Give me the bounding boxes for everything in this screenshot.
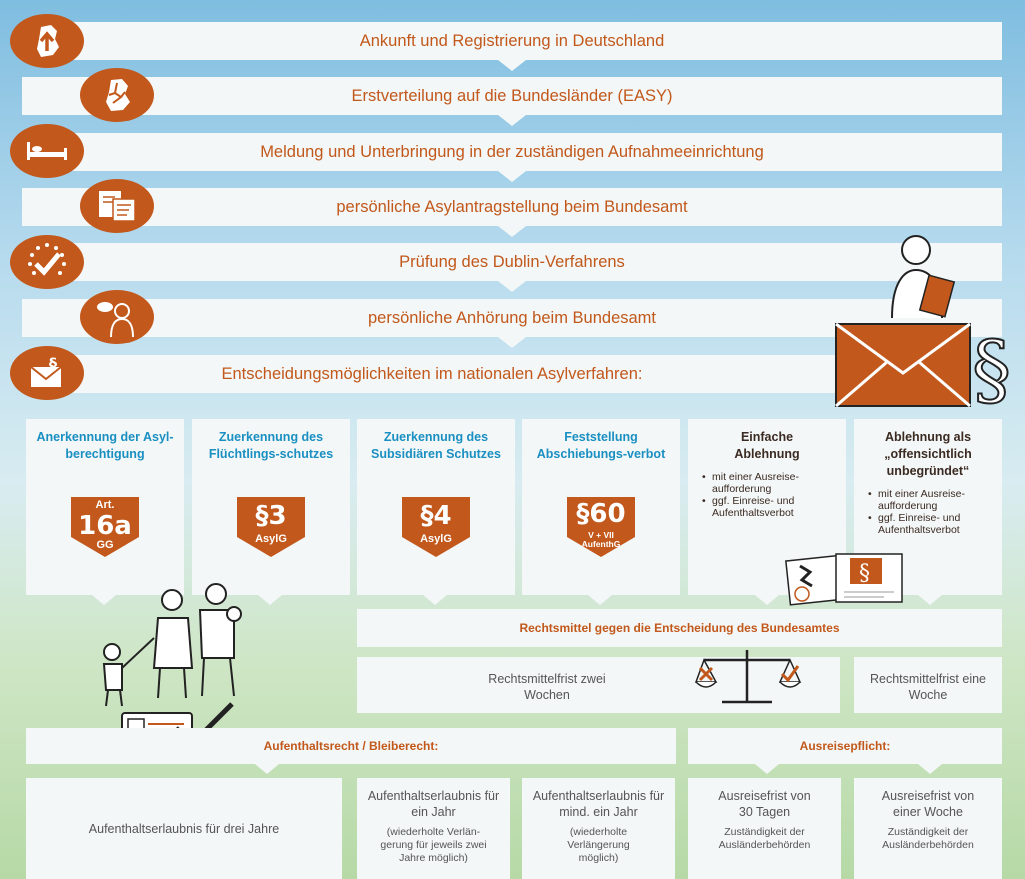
info-sub: Zuständigkeit der Ausländerbehörden	[718, 826, 811, 851]
step-label: Meldung und Unterbringung in der zuständ…	[260, 142, 764, 161]
frist-one-week: Rechtsmittelfrist eine Woche	[854, 657, 1002, 713]
info-main: Aufenthaltserlaubnis für ein Jahr	[367, 789, 500, 819]
decision-title: Einfache Ablehnung	[734, 430, 800, 461]
shield-bottom: V + VII AufenthG	[581, 530, 621, 549]
ausreise-eine-woche: Ausreisefrist von einer Woche Zuständigk…	[854, 778, 1002, 879]
germany-map-icon	[80, 68, 154, 122]
shield-icon: §60 V + VII AufenthG	[563, 493, 639, 561]
frist-text: Rechtsmittelfrist zwei Wochen	[488, 672, 606, 702]
bullet: ggf. Einreise- und Aufenthaltsverbot	[702, 495, 846, 519]
decision-title: Anerkennung der Asyl-berechtigung	[36, 430, 174, 461]
svg-text:§: §	[972, 325, 1011, 408]
shield-icon: §4 AsylG	[398, 493, 474, 561]
step-label: Ankunft und Registrierung in Deutschland	[359, 31, 665, 50]
arrow	[92, 595, 116, 605]
aufenthalt-drei-jahre: Aufenthaltserlaubnis für drei Jahre	[26, 778, 342, 879]
ausreisepflicht-heading: Ausreisepflicht:	[688, 728, 1002, 764]
aufenthaltsrecht-heading: Aufenthaltsrecht / Bleiberecht:	[26, 728, 676, 764]
person-speech-icon	[80, 290, 154, 344]
shield-main: §4	[420, 501, 452, 531]
rechtsmittel-heading-text: Rechtsmittel gegen die Entscheidung des …	[519, 621, 840, 635]
bullet: mit einer Ausreise-aufforderung	[868, 488, 1002, 512]
step-2: Erstverteilung auf die Bundesländer (EAS…	[22, 77, 1002, 126]
info-sub: Zuständigkeit der Ausländerbehörden	[882, 826, 974, 851]
family-illustration	[92, 578, 252, 753]
documents-illustration: §	[780, 550, 908, 606]
decision-asyl: Anerkennung der Asyl-berechtigung Art. 1…	[26, 419, 184, 595]
info-sub: (wiederholte Verlängerung möglich)	[567, 826, 630, 864]
shield-bottom: AsylG	[255, 533, 287, 545]
decision-subsidiaer: Zuerkennung des Subsidiären Schutzes §4 …	[357, 419, 515, 595]
shield-bottom: GG	[96, 539, 114, 551]
bullet: ggf. Einreise- und Aufenthaltsverbot	[868, 512, 1002, 536]
aufenthalt-mind-ein-jahr: Aufenthaltserlaubnis für mind. ein Jahr …	[522, 778, 675, 879]
step-5: Prüfung des Dublin-Verfahrens	[22, 243, 1002, 292]
shield-icon: §3 AsylG	[233, 493, 309, 561]
aufenthaltsrecht-heading-text: Aufenthaltsrecht / Bleiberecht:	[263, 739, 439, 753]
step-4: persönliche Asylantragstellung beim Bund…	[22, 188, 1002, 237]
info-text: Aufenthaltserlaubnis für drei Jahre	[88, 821, 280, 836]
shield-main: §3	[255, 501, 287, 531]
frist-text: Rechtsmittelfrist eine Woche	[869, 672, 986, 702]
scales-icon	[692, 640, 802, 708]
step-3: Meldung und Unterbringung in der zuständ…	[22, 133, 1002, 182]
arrow	[588, 595, 612, 605]
shield-icon: Art. 16a GG	[67, 493, 143, 561]
step-label: Erstverteilung auf die Bundesländer (EAS…	[351, 86, 673, 105]
info-main: Ausreisefrist von 30 Tagen	[718, 789, 811, 819]
shield-main: §60	[576, 499, 626, 529]
document-form-icon	[80, 179, 154, 233]
shield-bottom: AsylG	[420, 533, 452, 545]
paragraph-letter-icon: §	[10, 346, 84, 400]
step-label: persönliche Anhörung beim Bundesamt	[367, 308, 657, 327]
svg-text:§: §	[49, 355, 57, 373]
bullet: mit einer Ausreise-aufforderung	[702, 471, 846, 495]
info-main: Ausreisefrist von einer Woche	[881, 789, 975, 819]
bed-icon	[10, 124, 84, 178]
arrow	[755, 595, 779, 605]
step-7: Entscheidungsmöglichkeiten im nationalen…	[22, 355, 842, 393]
germany-arrow-icon	[10, 14, 84, 68]
step-label: persönliche Asylantragstellung beim Bund…	[336, 197, 688, 216]
step-label: Entscheidungsmöglichkeiten im nationalen…	[221, 364, 643, 383]
shield-top: Art.	[95, 499, 115, 511]
shield-main: 16a	[78, 511, 132, 541]
ausreisepflicht-heading-text: Ausreisepflicht:	[799, 739, 891, 753]
decision-einfache-ablehnung: Einfache Ablehnung mit einer Ausreise-au…	[688, 419, 846, 595]
arrow	[755, 764, 779, 774]
step-1: Ankunft und Registrierung in Deutschland	[22, 22, 1002, 71]
arrow	[423, 595, 447, 605]
svg-text:§: §	[859, 561, 870, 586]
frist-two-weeks: Rechtsmittelfrist zwei Wochen	[357, 657, 840, 713]
eu-check-icon	[10, 235, 84, 289]
decision-title: Zuerkennung des Flüchtlings-schutzes	[208, 430, 334, 461]
info-sub: (wiederholte Verlän-gerung für jeweils z…	[380, 826, 487, 864]
arrow	[918, 595, 942, 605]
arrow	[918, 764, 942, 774]
decision-offensichtlich-unbegruendet: Ablehnung als „offensichtlich unbegründe…	[854, 419, 1002, 595]
ausreise-30-tage: Ausreisefrist von 30 Tagen Zuständigkeit…	[688, 778, 841, 879]
decision-title: Ablehnung als „offensichtlich unbegründe…	[884, 430, 972, 478]
aufenthalt-ein-jahr: Aufenthaltserlaubnis für ein Jahr (wiede…	[357, 778, 510, 879]
rechtsmittel-heading: Rechtsmittel gegen die Entscheidung des …	[357, 609, 1002, 647]
decision-title: Zuerkennung des Subsidiären Schutzes	[371, 430, 501, 461]
arrow	[258, 595, 282, 605]
arrow	[255, 764, 279, 774]
decision-fluechtling: Zuerkennung des Flüchtlings-schutzes §3 …	[192, 419, 350, 595]
info-main: Aufenthaltserlaubnis für mind. ein Jahr	[532, 789, 665, 819]
decision-title: Feststellung Abschiebungs-verbot	[536, 430, 666, 461]
step-label: Prüfung des Dublin-Verfahrens	[399, 252, 625, 271]
decision-abschiebungsverbot: Feststellung Abschiebungs-verbot §60 V +…	[522, 419, 680, 595]
clerk-illustration: §	[832, 228, 1025, 408]
